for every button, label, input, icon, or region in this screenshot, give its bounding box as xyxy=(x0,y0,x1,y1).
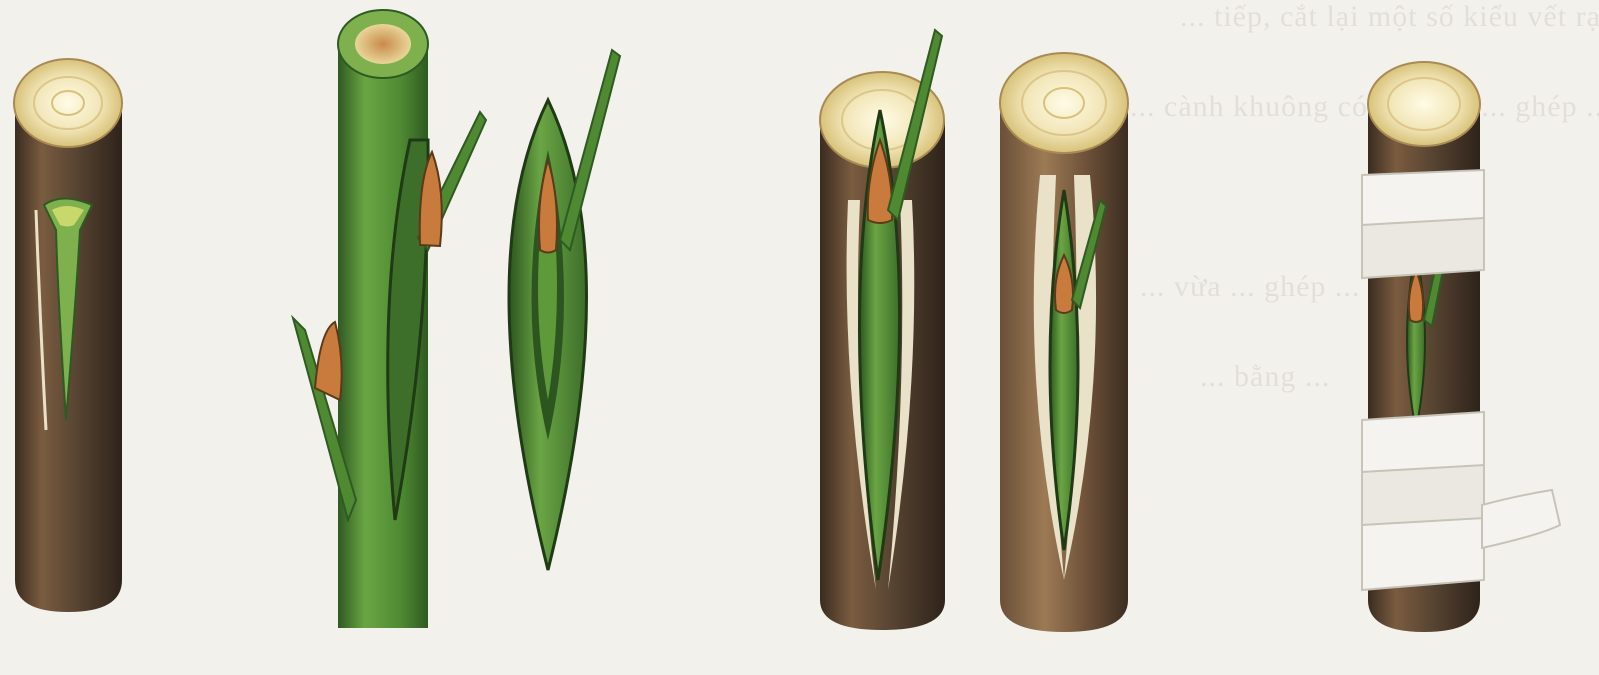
figure-stock-cut xyxy=(14,59,122,612)
figure-bud-inserted-closed xyxy=(1000,53,1128,632)
tape-wrap-2 xyxy=(1362,218,1484,278)
stock-cut-face-6 xyxy=(1368,62,1480,146)
tape-tail xyxy=(1482,490,1560,548)
stock-cut-face xyxy=(14,59,122,147)
figure-bud-taped xyxy=(1362,62,1560,632)
scion-lower-bud xyxy=(315,322,342,400)
figure-scion-branch xyxy=(293,10,486,628)
figure-bud-shield xyxy=(509,50,620,570)
tape-wrap-5 xyxy=(1362,518,1484,590)
figure-bud-inserted-lifted xyxy=(820,30,945,630)
stock-cut-face-5 xyxy=(1000,53,1128,153)
shield-petiole xyxy=(560,50,620,250)
